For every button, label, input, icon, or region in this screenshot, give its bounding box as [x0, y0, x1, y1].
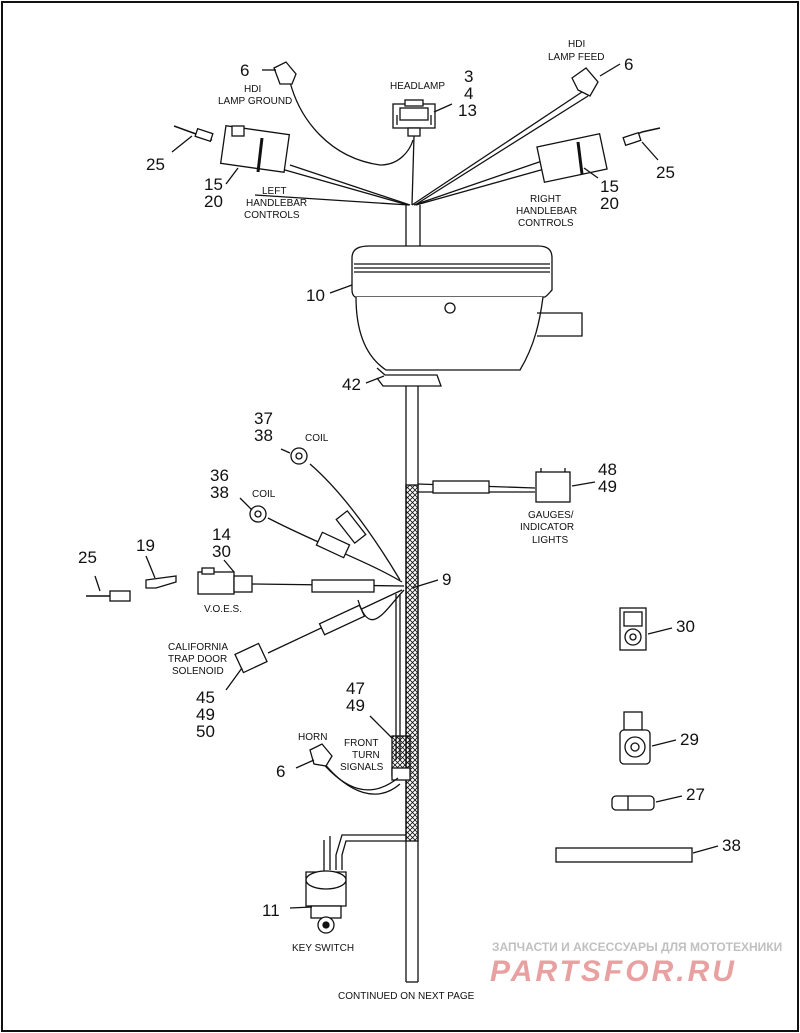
hdi-feed-wire [411, 89, 586, 206]
watermark: ЗАПЧАСТИ И АКСЕССУАРЫ ДЛЯ МОТОТЕХНИКИ PA… [490, 940, 782, 988]
label-headlamp: HEADLAMP [390, 81, 445, 92]
watermark-logo: PARTSFOR.RU [490, 955, 737, 988]
headlamp-nacelle [351, 205, 583, 387]
component-labels: HDI LAMP GROUND HEADLAMP HDI LAMP FEED L… [168, 39, 605, 1002]
voes-connector [197, 567, 253, 595]
callout-10: 10 [306, 286, 325, 305]
coil-wire-1 [309, 463, 401, 581]
label-key-switch: KEY SWITCH [292, 943, 354, 954]
headlamp-connector [392, 99, 436, 137]
part-38-tube [555, 847, 693, 863]
callout-25-b: 25 [656, 163, 675, 182]
label-right-hb-2: HANDLEBAR [516, 206, 577, 217]
callout-6-b: 6 [624, 55, 633, 74]
hdi-feed-connector [571, 67, 599, 97]
callout-20-b: 20 [600, 194, 619, 213]
label-hdi-feed: HDI [568, 39, 585, 50]
label-right-hb-3: CONTROLS [518, 218, 574, 229]
gauges-connector [535, 468, 571, 503]
callout-47: 47 [346, 679, 365, 698]
label-coil-1: COIL [305, 433, 329, 444]
label-california-2: TRAP DOOR [168, 654, 227, 665]
label-voes: V.O.E.S. [204, 604, 242, 615]
label-right-hb: RIGHT [530, 194, 561, 205]
callout-38-a: 38 [254, 426, 273, 445]
callout-37: 37 [254, 409, 273, 428]
callout-19: 19 [136, 536, 155, 555]
right-handlebar-connector [536, 132, 608, 184]
callout-15-b: 15 [600, 177, 619, 196]
callout-6-c: 6 [276, 762, 285, 781]
callout-29: 29 [680, 730, 699, 749]
cal-solenoid-connector [234, 642, 268, 674]
callout-numbers: 6 3 4 13 6 25 15 20 15 20 25 10 42 37 38… [78, 55, 741, 920]
callout-9: 9 [442, 570, 451, 589]
part-30-socket [619, 607, 647, 651]
label-horn: HORN [298, 732, 327, 743]
callout-49-a: 49 [598, 477, 617, 496]
label-left-hb-3: CONTROLS [244, 210, 300, 221]
coil-ring-terminal-2 [249, 505, 267, 523]
callout-30-b: 30 [676, 617, 695, 636]
callout-4: 4 [464, 84, 473, 103]
callout-36: 36 [210, 466, 229, 485]
label-front-turn-3: SIGNALS [340, 762, 384, 773]
horn-wire [319, 759, 399, 791]
label-front-turn: FRONT [344, 738, 378, 749]
callout-6-a: 6 [240, 61, 249, 80]
label-california: CALIFORNIA [168, 642, 228, 653]
callout-48: 48 [598, 460, 617, 479]
callout-11: 11 [262, 901, 280, 920]
label-gauges: GAUGES/ [528, 510, 574, 521]
label-gauges-2: INDICATOR [520, 522, 574, 533]
watermark-tagline: ЗАПЧАСТИ И АКСЕССУАРЫ ДЛЯ МОТОТЕХНИКИ [492, 940, 782, 954]
hdi-ground-connector [273, 61, 297, 85]
hdi-ground-wire [289, 81, 414, 166]
callout-42: 42 [342, 375, 361, 394]
callout-3: 3 [464, 67, 473, 86]
right-control-wire [413, 159, 546, 206]
callout-49-b: 49 [196, 705, 215, 724]
left-control-wire [289, 164, 411, 206]
left-handlebar-connector [219, 124, 291, 174]
callout-20-a: 20 [204, 192, 223, 211]
label-left-hb-2: HANDLEBAR [246, 198, 307, 209]
label-hdi-ground: HDI [244, 84, 261, 95]
callout-14: 14 [212, 525, 231, 544]
braided-sleeve [405, 484, 419, 842]
key-switch [305, 870, 347, 934]
callout-50: 50 [196, 722, 215, 741]
terminal-right-top [622, 127, 661, 147]
callout-25-a: 25 [146, 155, 165, 174]
label-coil-2: COIL [252, 489, 276, 500]
callout-27: 27 [686, 785, 705, 804]
label-california-3: SOLENOID [172, 666, 224, 677]
callout-25-c: 25 [78, 548, 97, 567]
callout-38-b: 38 [210, 483, 229, 502]
terminal-25-mid [86, 590, 131, 602]
label-hdi-ground-2: LAMP GROUND [218, 96, 292, 107]
part-27-tube [611, 795, 655, 811]
callout-38-c: 38 [722, 836, 741, 855]
label-left-hb: LEFT [262, 186, 286, 197]
part-29-socket [619, 711, 651, 765]
label-continued: CONTINUED ON NEXT PAGE [338, 991, 475, 1002]
terminal-19 [145, 575, 177, 589]
callout-49-c: 49 [346, 696, 365, 715]
label-front-turn-2: TURN [352, 750, 380, 761]
coil-ring-terminal-1 [290, 447, 308, 465]
key-switch-wire [335, 834, 406, 870]
horn-connector [309, 743, 333, 767]
callout-15-a: 15 [204, 175, 223, 194]
callout-45: 45 [196, 688, 215, 707]
callout-13: 13 [458, 101, 477, 120]
label-gauges-3: LIGHTS [532, 535, 568, 546]
callout-30-a: 30 [212, 542, 231, 561]
terminal-left-top [173, 125, 214, 143]
label-hdi-feed-2: LAMP FEED [548, 52, 605, 63]
